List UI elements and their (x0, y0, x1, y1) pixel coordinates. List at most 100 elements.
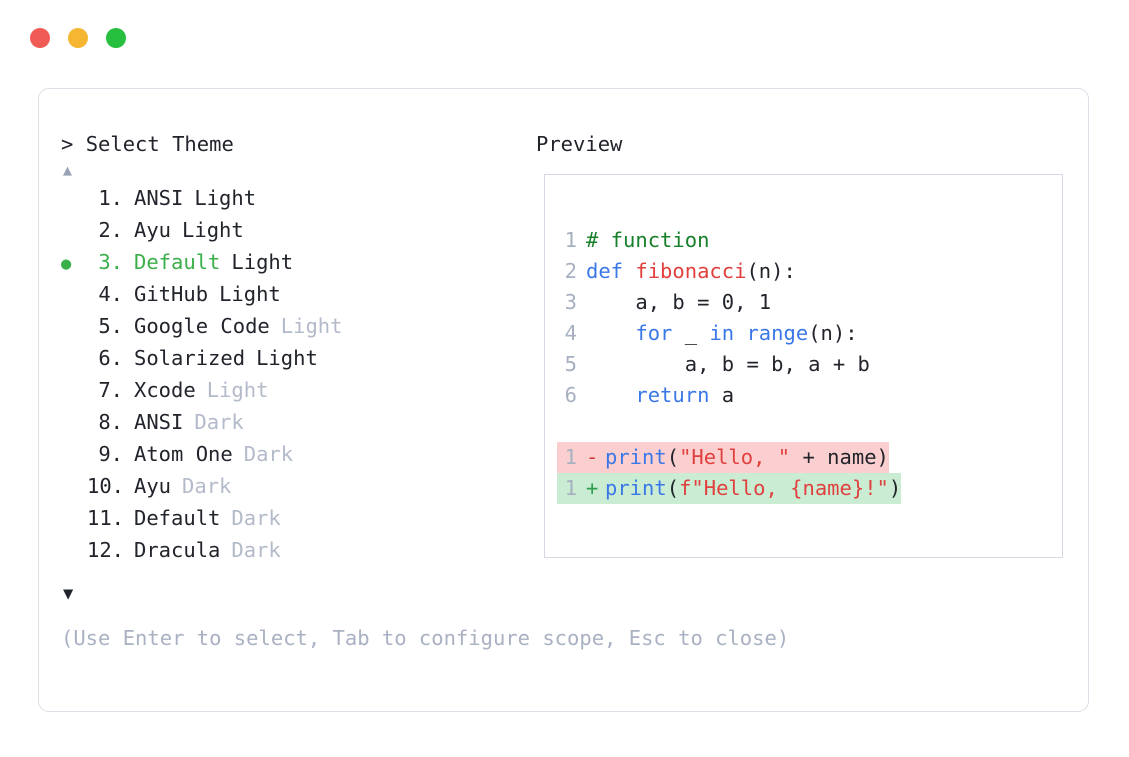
theme-item-variant: Dark (194, 410, 244, 434)
code-token: , (734, 290, 759, 314)
line-number: 5 (564, 352, 577, 376)
theme-item-index: 2. (98, 218, 123, 242)
code-token: + name) (790, 445, 889, 469)
code-token (586, 383, 635, 407)
code-token: (n): (808, 321, 858, 345)
theme-item-name: GitHub (134, 282, 209, 306)
bullet-placeholder: ● (61, 377, 87, 407)
spacer (123, 183, 134, 213)
diff-line-plus: 1 +print(f"Hello, {name}!") (557, 473, 902, 504)
line-number: 1 (564, 445, 577, 469)
code-token: ) (888, 476, 902, 500)
theme-item-index: 9. (98, 442, 123, 466)
spacer (123, 407, 134, 437)
close-window-button[interactable] (30, 28, 50, 48)
code-token: _ (672, 321, 710, 345)
code-line-text: a, b = b, a + b (586, 349, 870, 380)
diff-line-text: print("Hello, " + name) (605, 442, 889, 473)
keyboard-hint: (Use Enter to select, Tab to configure s… (61, 626, 790, 650)
bullet-placeholder: ● (61, 185, 87, 215)
scroll-up-icon[interactable]: ▲ (63, 161, 73, 179)
diff-line-text: print(f"Hello, {name}!") (605, 473, 901, 504)
bullet-placeholder: ● (61, 441, 87, 471)
code-line-text: for _ in range(n): (586, 318, 858, 349)
code-line-text: a, b = 0, 1 (586, 287, 771, 318)
code-line: 3 a, b = 0, 1 (557, 287, 1062, 318)
theme-list-item[interactable]: ● 7. Xcode Light (61, 375, 531, 407)
spacer (123, 471, 134, 501)
bullet-placeholder: ● (61, 473, 87, 503)
theme-item-index: 3. (98, 250, 123, 274)
minimize-window-button[interactable] (68, 28, 88, 48)
code-token: f"Hello, {name}!" (679, 476, 889, 500)
code-token: return (635, 383, 710, 407)
line-number: 2 (564, 259, 577, 283)
theme-item-variant: Light (280, 314, 343, 338)
theme-item-variant: Light (182, 218, 244, 242)
bullet-placeholder: ● (61, 505, 87, 535)
theme-item-name: Dracula (134, 538, 221, 562)
bullet-placeholder: ● (61, 537, 87, 567)
select-theme-heading: > Select Theme (61, 129, 531, 159)
line-number: 3 (564, 290, 577, 314)
bullet-placeholder: ● (61, 313, 87, 343)
code-token: a (709, 383, 735, 407)
spacer (123, 503, 134, 533)
theme-item-index: 5. (98, 314, 123, 338)
spacer (123, 439, 134, 469)
code-token: a, b = b, a + b (586, 352, 870, 376)
theme-item-index: 4. (98, 282, 123, 306)
code-token: fibonacci (635, 259, 747, 283)
theme-item-name: Atom One (134, 442, 233, 466)
line-number: 4 (564, 321, 577, 345)
code-line-text: # function (586, 225, 709, 256)
theme-item-name: Xcode (134, 378, 196, 402)
theme-item-name: Google Code (134, 314, 270, 338)
spacer (123, 247, 134, 277)
code-token: print (605, 445, 667, 469)
code-token: 0 (721, 290, 735, 314)
theme-item-variant: Dark (231, 506, 281, 530)
code-line: 5 a, b = b, a + b (557, 349, 1062, 380)
theme-item-name: Ayu (134, 474, 172, 498)
code-token: # function (586, 228, 710, 252)
diff-sign: + (586, 476, 599, 500)
code-token (734, 321, 746, 345)
spacer (123, 279, 134, 309)
bullet-placeholder: ● (61, 217, 87, 247)
theme-item-index: 7. (98, 378, 123, 402)
theme-item-name: Default (134, 506, 221, 530)
code-spacer (557, 411, 1062, 442)
spacer (123, 215, 134, 245)
diff-sign: - (586, 445, 599, 469)
spacer (123, 343, 134, 373)
theme-list-item[interactable]: ● 5. Google Code Light (61, 311, 531, 343)
code-token (586, 321, 635, 345)
theme-item-variant: Light (219, 282, 281, 306)
line-number: 6 (564, 383, 577, 407)
scroll-down-icon[interactable]: ▼ (63, 584, 74, 604)
theme-item-index: 10. (87, 474, 125, 498)
bullet-placeholder: ● (61, 409, 87, 439)
line-number: 1 (564, 476, 577, 500)
theme-list-item[interactable]: ● 2. Ayu Light (61, 215, 531, 247)
code-token: print (605, 476, 667, 500)
code-line-text: return a (586, 380, 734, 411)
maximize-window-button[interactable] (106, 28, 126, 48)
theme-item-name: Ayu (134, 218, 172, 242)
spacer (123, 311, 134, 341)
theme-item-variant: Light (194, 186, 257, 210)
theme-item-variant: Light (206, 378, 269, 402)
